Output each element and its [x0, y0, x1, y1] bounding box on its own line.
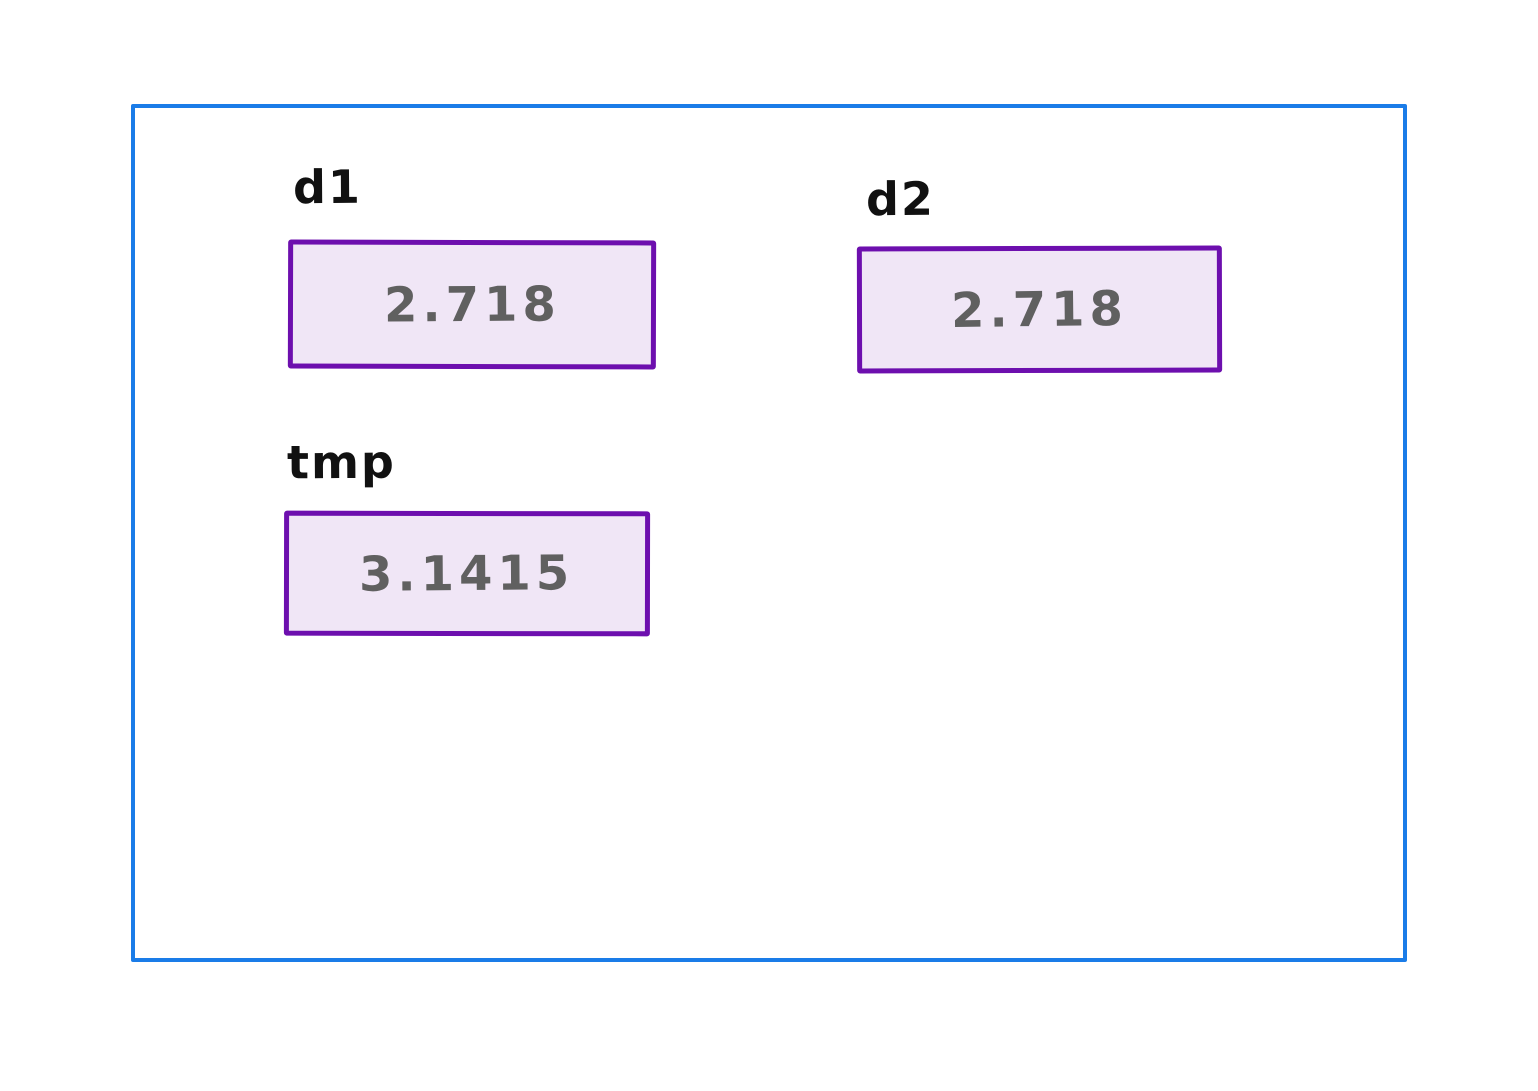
- variable-tmp-value: 3.1415: [359, 544, 575, 603]
- variable-tmp-box: 3.1415: [283, 510, 651, 637]
- variable-d1-label: d1: [292, 159, 363, 215]
- variable-d2-value: 2.718: [950, 280, 1129, 339]
- variable-d2-box: 2.718: [856, 245, 1223, 374]
- variable-tmp-label: tmp: [286, 434, 397, 490]
- variable-d2-label: d2: [865, 171, 936, 227]
- variable-d1-value: 2.718: [383, 275, 561, 334]
- diagram-frame: [131, 104, 1407, 962]
- variable-d1-box: 2.718: [287, 239, 657, 370]
